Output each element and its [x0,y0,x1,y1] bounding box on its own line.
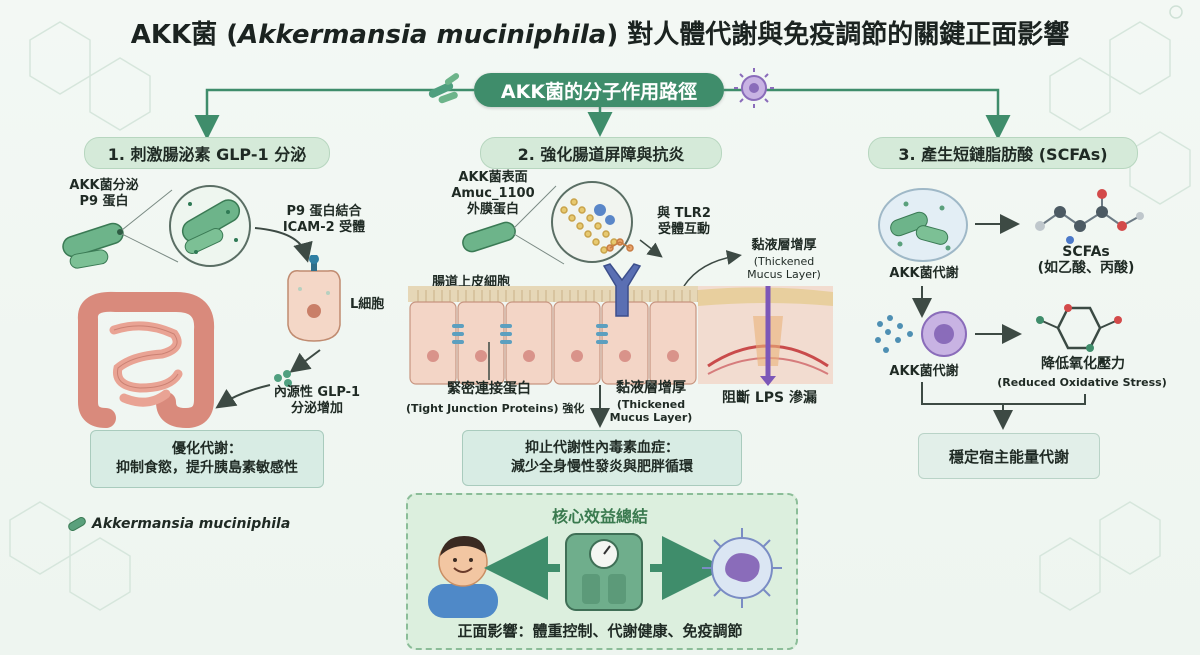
oxidative-label: 降低氧化壓力 [1041,356,1125,372]
summary-title: 核心效益總結 [551,507,648,526]
mucus-top-label: 黏液層增厚 [751,238,817,253]
page-title: AKK菌 (Akkermansia muciniphila) 對人體代謝與免疫調… [130,20,1070,50]
lps-block-label: 阻斷 LPS 滲漏 [722,390,818,406]
legend-bacteria-icon [68,517,86,531]
akk-culture-icon [878,188,968,262]
akk-metabolism-label-2: AKK菌代謝 [889,364,959,379]
legend-label: Akkermansia muciniphila [92,516,291,532]
intestine-icon [77,291,215,429]
scale-icon [565,533,643,611]
l-cell-label: L細胞 [350,297,385,312]
person-icon [428,536,498,618]
tight-junction-pointer [488,342,490,380]
akk-metabolite-icon [875,311,967,357]
sec1-result-box: 優化代謝：抑制食慾，提升胰島素敏感性 [90,430,324,488]
mucus-mid-label: 黏液層增厚 [616,380,686,396]
section3-title: 3. 產生短鏈脂肪酸 (SCFAs) [868,137,1138,169]
tight-junction-label: 緊密連接蛋白 [447,381,531,397]
immune-cell-icon [702,528,782,608]
antioxidant-molecule-icon [1036,304,1122,352]
tlr2-receptor-icon [602,238,642,317]
main-pathway-label: AKK菌的分子作用路徑 [474,73,724,107]
oxidative-en-label: (Reduced Oxidative Stress) [997,376,1167,389]
gut-epithelium-illustration [408,286,833,386]
scfa-label: SCFAs(如乙酸、丙酸) [1037,244,1135,276]
summary-footer: 正面影響：體重控制、代謝健康、免疫調節 [457,622,743,640]
glp1-molecules [274,370,292,387]
scfa-molecule-icon [1035,189,1144,244]
green-bacteria-icon [428,73,460,104]
section2-title: 2. 強化腸道屏障與抗炎 [480,137,722,169]
bacteria-icon [62,222,124,269]
l-cell-illustration [287,255,341,342]
tight-junction-en-label: (Tight Junction Proteins) 強化 [406,402,585,415]
summary-illustrations [428,528,782,618]
akk-metabolism-label-1: AKK菌代謝 [889,266,959,281]
amuc-membrane-magnified [462,181,633,265]
akk-bacteria-magnified [62,185,251,269]
sec3-result-box: 穩定宿主能量代謝 [918,433,1100,479]
purple-cell-icon [734,68,774,108]
section1-title: 1. 刺激腸泌素 GLP-1 分泌 [84,137,330,169]
sec2-result-box: 抑止代謝性內毒素血症：減少全身慢性發炎與肥胖循環 [462,430,742,486]
